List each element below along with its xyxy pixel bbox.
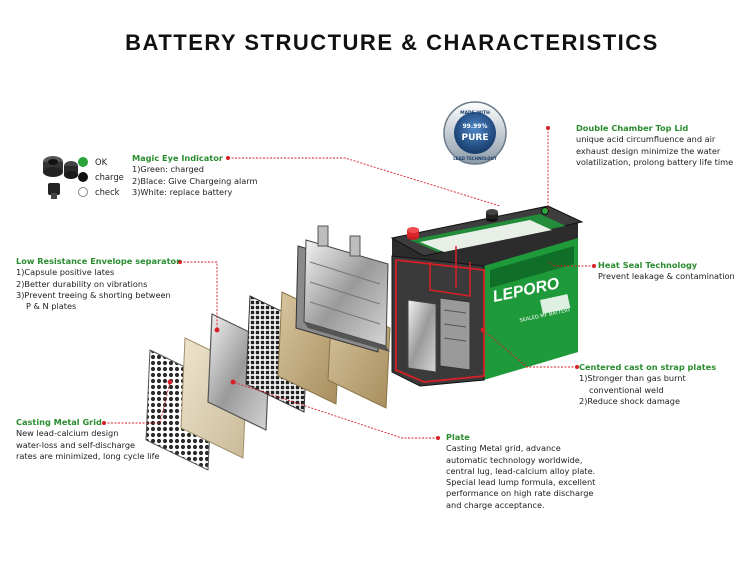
battery-body: LEPORO SEALED MF BATTERY	[390, 205, 584, 387]
plate-pack	[295, 225, 390, 353]
callout-title: Heat Seal Technology	[598, 260, 698, 270]
callout-magic-eye: Magic Eye Indicator 1)Green: charged 2)B…	[132, 153, 257, 198]
callout-title: Magic Eye Indicator	[132, 153, 223, 163]
callout-plate: Plate Casting Metal grid, advance automa…	[446, 432, 595, 511]
black-dot-icon	[78, 171, 88, 182]
callout-line: unique acid circumfluence and air	[576, 134, 716, 145]
callout-line: New lead-calcium design	[16, 428, 119, 439]
callout-line: central lug, lead-calcium alloy plate.	[446, 465, 596, 476]
svg-text:99.99%: 99.99%	[463, 123, 488, 130]
callout-line: Special lead lump formula, excellent	[446, 477, 596, 488]
callout-title: Plate	[446, 432, 470, 442]
callout-title: Double Chamber Top Lid	[576, 123, 689, 133]
legend-label: charge	[95, 171, 124, 182]
callout-line: 2)Blace: Give Chargeing alarm	[132, 175, 258, 186]
white-dot-icon	[78, 186, 88, 197]
legend-item-charge: charge	[78, 169, 124, 184]
leader-dots	[102, 126, 596, 440]
legend-item-ok: OK	[78, 154, 124, 169]
callout-line: 3)White: replace battery	[132, 186, 233, 197]
callout-heat-seal: Heat Seal Technology Prevent leakage & c…	[598, 260, 735, 283]
callout-line: 2)Reduce shock damage	[579, 395, 681, 406]
callout-line: P & N plates	[26, 301, 77, 312]
legend-label: check	[95, 186, 120, 197]
pure-lead-badge-icon: MADE WITH 99.99% PURE LEAD TECHNOLOGY	[443, 101, 507, 165]
callout-top-lid: Double Chamber Top Lid unique acid circu…	[576, 123, 733, 168]
callout-line: 3)Prevent treeing & shorting between	[16, 289, 171, 300]
callout-line: rates are minimized, long cycle life	[16, 450, 160, 461]
callout-line: conventional weld	[589, 384, 664, 395]
page-title: BATTERY STRUCTURE & CHARACTERISTICS	[125, 30, 659, 55]
callout-line: performance on high rate discharge	[446, 488, 594, 499]
callout-title: Casting Metal Grid	[16, 417, 102, 427]
callout-line: water-loss and self-discharge	[16, 439, 136, 450]
callout-line: Prevent leakage & contamination	[598, 271, 735, 282]
callout-casting-grid: Casting Metal Grid New lead-calcium desi…	[16, 417, 160, 462]
callout-envelope-separator: Low Resistance Envelope separator 1)Caps…	[16, 256, 180, 312]
callout-line: volatilization, prolong battery life tim…	[576, 156, 734, 167]
callout-strap-plates: Centered cast on strap plates 1)Stronger…	[579, 362, 716, 407]
callout-title: Centered cast on strap plates	[579, 362, 717, 372]
callout-title: Low Resistance Envelope separator	[16, 256, 181, 266]
callout-line: 2)Better durability on vibrations	[16, 278, 148, 289]
magic-eye-sensor-icon	[43, 156, 78, 199]
green-dot-icon	[78, 156, 88, 167]
svg-text:PURE: PURE	[462, 133, 489, 143]
legend-label: OK	[95, 156, 108, 167]
legend-item-check: check	[78, 184, 124, 199]
callout-line: 1)Stronger than gas burnt	[579, 373, 686, 384]
indicator-legend: OK charge check	[78, 154, 124, 199]
callout-line: automatic technology worldwide,	[446, 454, 583, 465]
callout-line: 1)Green: charged	[132, 164, 204, 175]
svg-text:LEAD TECHNOLOGY: LEAD TECHNOLOGY	[453, 156, 497, 161]
callout-line: and charge acceptance.	[446, 499, 545, 510]
callout-line: exhaust design minimize the water	[576, 145, 721, 156]
leader-lines	[104, 128, 594, 439]
callout-line: 1)Capsule positive lates	[16, 267, 115, 278]
svg-text:MADE WITH: MADE WITH	[460, 110, 490, 116]
callout-line: Casting Metal grid, advance	[446, 443, 561, 454]
